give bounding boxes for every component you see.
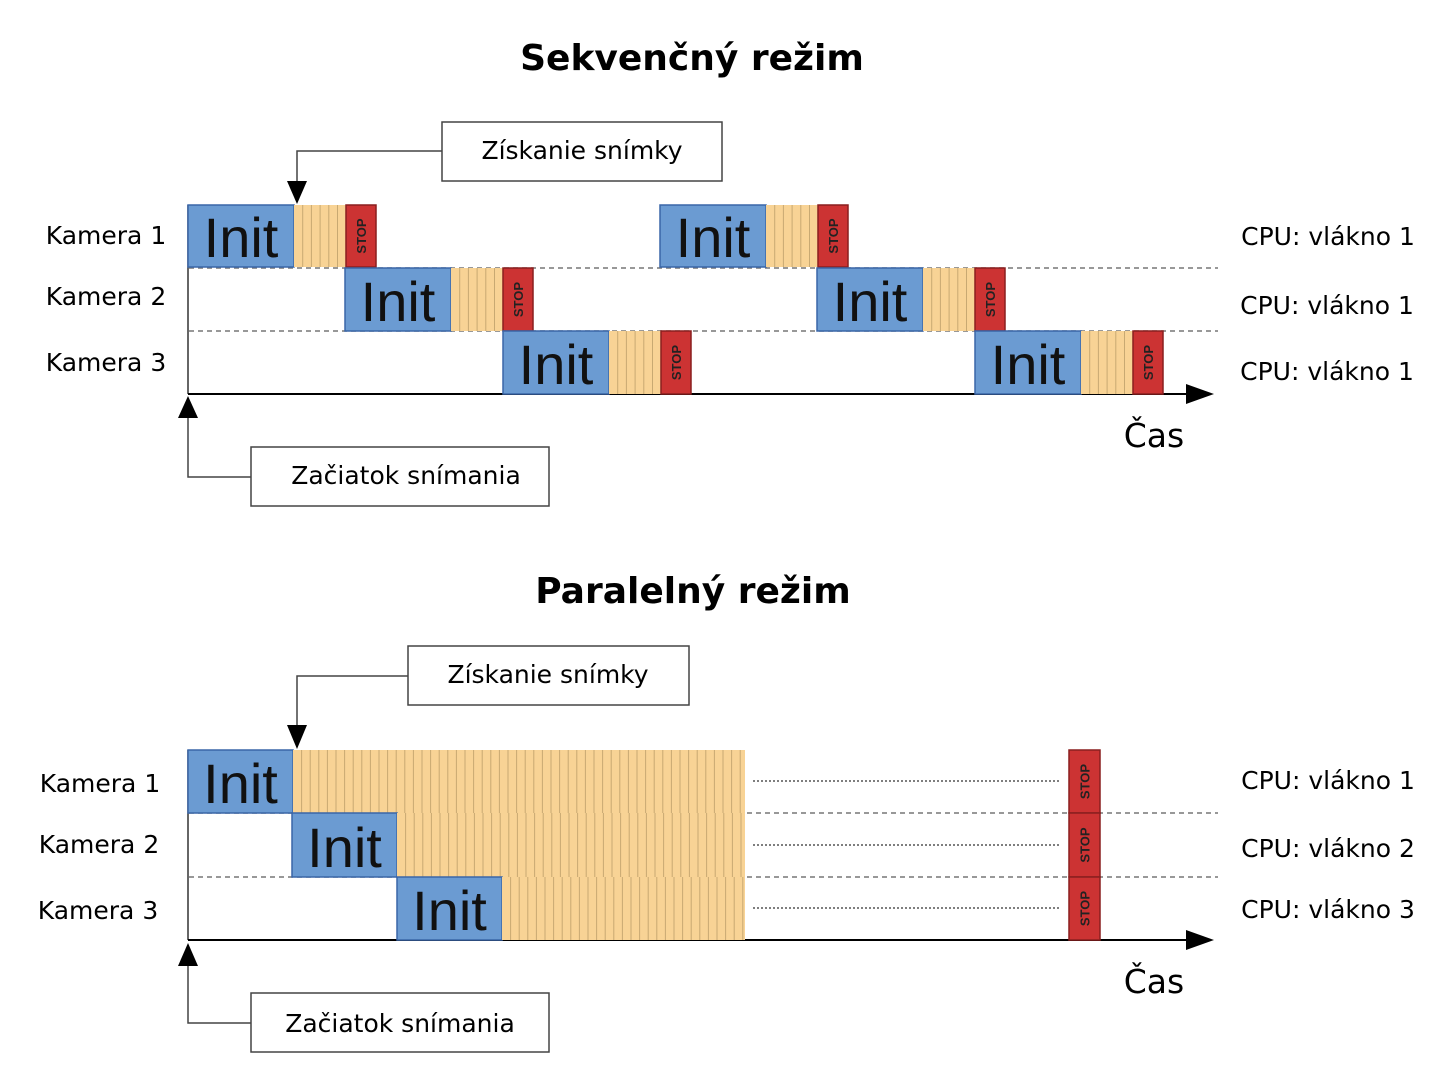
seq-cam1-cycle2-init <box>659 204 767 268</box>
seq-camera-3-label: Kamera 3 <box>46 348 166 377</box>
seq-cam3-cycle1-init-label: Init <box>519 333 594 396</box>
par-frame-acquisition-callout <box>407 645 690 706</box>
seq-cam3-cycle2-init <box>974 330 1082 395</box>
par-cpu-1-label: CPU: vlákno 1 <box>1241 766 1415 795</box>
par-frame-acquisition-arrow <box>287 725 307 749</box>
par-cam3-stop <box>1068 876 1101 941</box>
par-cam3-frames <box>502 877 745 940</box>
seq-cam2-cycle2-stop <box>974 267 1006 332</box>
par-frame-acquisition-connector <box>296 675 408 726</box>
par-start-arrow <box>178 943 198 966</box>
seq-cam1-cycle2-init-label: Init <box>676 206 751 269</box>
sequential-title: Sekvenčný režim <box>520 38 864 79</box>
seq-cam2-cycle1-init <box>344 267 452 332</box>
par-cam1-stop-label: STOP <box>1078 764 1093 799</box>
par-cam2-init <box>291 812 398 878</box>
par-time-arrow <box>1186 930 1214 950</box>
seq-start-callout <box>250 446 550 507</box>
seq-cam3-cycle2-stop-label: STOP <box>1141 345 1156 380</box>
par-cam1-init-label: Init <box>203 752 278 815</box>
seq-cam2-cycle2-init <box>816 267 924 332</box>
seq-start-label: Začiatok snímania <box>291 461 521 490</box>
par-cam2-stop <box>1068 812 1101 878</box>
frame-acquisition-callout <box>441 121 723 182</box>
seq-cam1-cycle2-stop <box>817 204 849 268</box>
seq-cpu-3-label: CPU: vlákno 1 <box>1240 357 1414 386</box>
seq-cam2-cycle2-init-label: Init <box>833 270 908 333</box>
par-cam2-stop-label: STOP <box>1078 827 1093 862</box>
par-cam1-init <box>187 749 294 814</box>
seq-cam1-cycle1-init <box>187 204 295 268</box>
par-camera-3-label: Kamera 3 <box>38 896 158 925</box>
parallel-section: Paralelný režim Získanie snímky Kamera 1… <box>38 571 1415 1053</box>
par-cam3-init-label: Init <box>412 879 487 942</box>
par-camera-2-label: Kamera 2 <box>39 830 159 859</box>
seq-cam2-cycle1-stop-label: STOP <box>511 282 526 317</box>
par-cam3-init <box>396 876 503 941</box>
seq-camera-1-label: Kamera 1 <box>46 221 166 250</box>
seq-start-connector <box>187 418 251 478</box>
seq-cam2-cycle1-init-label: Init <box>361 270 436 333</box>
par-cam2-frames <box>397 813 745 877</box>
seq-cam1-cycle1-stop-label: STOP <box>354 218 369 253</box>
par-cam2-init-label: Init <box>307 816 382 879</box>
seq-camera-2-label: Kamera 2 <box>46 282 166 311</box>
seq-cam3-cycle1-stop-label: STOP <box>669 345 684 380</box>
par-start-callout <box>250 992 550 1053</box>
par-cam1-frames <box>293 750 745 813</box>
seq-cam3-cycle2-init-label: Init <box>991 333 1066 396</box>
sequential-section: Sekvenčný režim Získanie snímky Kamera 1… <box>46 38 1415 507</box>
par-camera-1-label: Kamera 1 <box>40 769 160 798</box>
par-cam3-stop-label: STOP <box>1078 891 1093 926</box>
par-start-label: Začiatok snímania <box>285 1009 515 1038</box>
frame-acquisition-connector <box>296 150 442 182</box>
seq-cam3-cycle2-stop <box>1132 330 1164 395</box>
parallel-title: Paralelný režim <box>535 571 850 612</box>
seq-start-arrow <box>178 396 198 418</box>
frame-acquisition-label: Získanie snímky <box>481 136 682 165</box>
seq-cam2-cycle2-stop-label: STOP <box>983 282 998 317</box>
par-time-label: Čas <box>1124 961 1184 1001</box>
seq-cam1-cycle1-init-label: Init <box>204 206 279 269</box>
par-cpu-2-label: CPU: vlákno 2 <box>1241 834 1415 863</box>
frame-acquisition-arrow <box>287 181 307 204</box>
seq-cpu-2-label: CPU: vlákno 1 <box>1240 291 1414 320</box>
seq-cam3-cycle1-stop <box>660 330 692 395</box>
par-cam1-stop <box>1068 749 1101 814</box>
seq-time-arrow <box>1186 384 1214 404</box>
seq-time-label: Čas <box>1124 415 1184 455</box>
par-cpu-3-label: CPU: vlákno 3 <box>1241 895 1415 924</box>
seq-cam1-cycle1-stop <box>345 204 377 268</box>
par-start-connector <box>187 966 251 1024</box>
seq-cam1-cycle2-stop-label: STOP <box>826 218 841 253</box>
seq-cam3-cycle1-init <box>502 330 610 395</box>
par-frame-acquisition-label: Získanie snímky <box>447 660 648 689</box>
seq-cpu-1-label: CPU: vlákno 1 <box>1241 222 1415 251</box>
